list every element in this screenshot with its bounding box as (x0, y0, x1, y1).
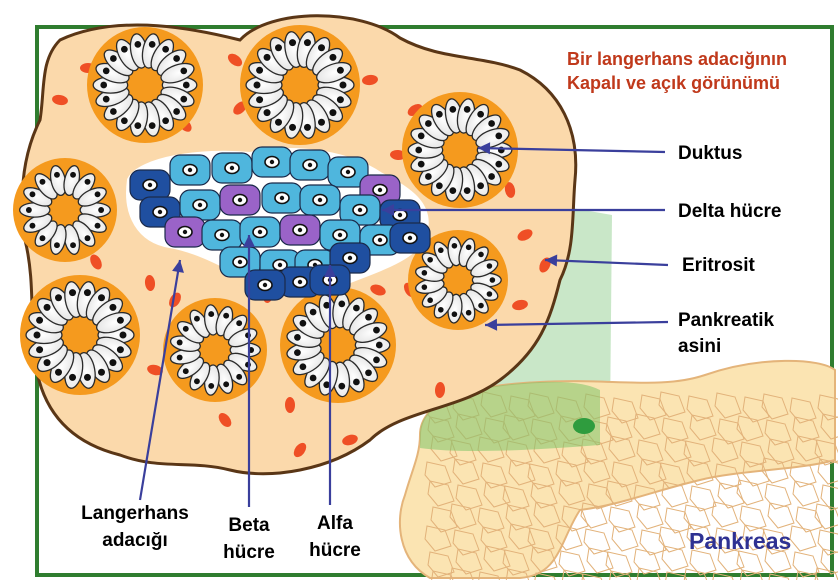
label-pankreatik-line2: asini (678, 333, 721, 360)
beta-cell (252, 147, 292, 177)
delta-cell (220, 185, 260, 215)
label-beta-line2: hücre (214, 539, 284, 566)
acinus (280, 287, 396, 403)
label-eritrosit: Eritrosit (682, 252, 755, 279)
label-langerhans-line1: Langerhans (60, 500, 210, 527)
acinus (13, 158, 117, 262)
acinus (20, 275, 140, 395)
beta-cell (202, 220, 242, 250)
label-pankreatik-line1: Pankreatik (678, 307, 774, 334)
acinus (240, 25, 360, 145)
alpha-cell (390, 223, 430, 253)
beta-cell (170, 155, 210, 185)
beta-cell (300, 185, 340, 215)
beta-cell (262, 183, 302, 213)
beta-cell (212, 153, 252, 183)
label-alfa-line1: Alfa (295, 510, 375, 537)
label-delta-hucre: Delta hücre (678, 198, 781, 225)
acinus (163, 298, 267, 402)
label-pankreas: Pankreas (689, 528, 791, 555)
diagram-title-line1: Bir langerhans adacığının (567, 48, 787, 71)
label-alfa-line2: hücre (295, 537, 375, 564)
acinus (402, 92, 518, 208)
alpha-cell (245, 270, 285, 300)
beta-cell (180, 190, 220, 220)
diagram-title-line2: Kapalı ve açık görünümü (567, 72, 780, 95)
islet-location (573, 418, 595, 434)
acinus (87, 27, 203, 143)
alpha-cell (130, 170, 170, 200)
label-langerhans-line2: adacığı (60, 527, 210, 554)
beta-cell (290, 150, 330, 180)
label-beta-line1: Beta (214, 512, 284, 539)
label-duktus: Duktus (678, 140, 742, 167)
delta-cell (165, 217, 205, 247)
delta-cell (280, 215, 320, 245)
